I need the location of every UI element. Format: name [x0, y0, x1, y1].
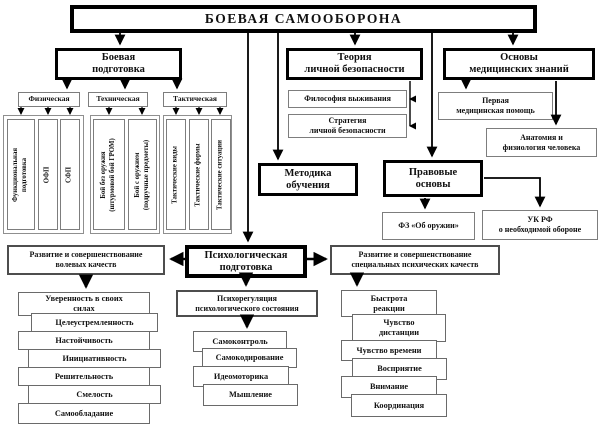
node-tactical-forms: Тактические формы	[189, 119, 209, 230]
node-armed-combat: Бой с оружием (подручные предметы)	[128, 119, 157, 230]
node-self-coding: Самокодирование	[202, 348, 297, 368]
node-functional-training: Функциональная подготовка	[7, 119, 35, 230]
node-initiative: Инициативность	[28, 349, 161, 368]
node-weapons-law: ФЗ «Об оружии»	[382, 212, 475, 240]
node-psychoregulation: Психорегуляция психологического состояни…	[176, 290, 318, 317]
node-distance-sense: Чувство дистанции	[352, 314, 446, 342]
node-technical-training: Техническая	[88, 92, 148, 107]
node-persistence: Настойчивость	[18, 331, 150, 350]
node-psychological-training: Психологическая подготовка	[185, 245, 307, 278]
node-tactical-types: Тактические виды	[166, 119, 186, 230]
node-teaching-methodology: Методика обучения	[258, 163, 358, 196]
node-purposefulness: Целеустремленность	[31, 313, 158, 332]
node-composure: Самообладание	[18, 403, 150, 424]
vertical-label: ОФП	[43, 166, 51, 183]
node-survival-philosophy: Философия выживания	[288, 90, 407, 108]
node-title: БОЕВАЯ САМООБОРОНА	[70, 5, 537, 33]
node-confidence: Уверенность в своих силах	[18, 292, 150, 316]
node-unarmed-combat: Бой без оружия (штурмовой бой ГРОМ)	[93, 119, 125, 230]
node-physical-training: Физическая	[18, 92, 80, 107]
vertical-label: Бой с оружием (подручные предметы)	[133, 139, 150, 210]
node-reaction-speed: Быстрота реакции	[341, 290, 437, 317]
vertical-label: Бой без оружия (штурмовой бой ГРОМ)	[100, 137, 116, 212]
vertical-label: СФП	[65, 166, 73, 183]
node-tactical-training: Тактическая	[163, 92, 227, 107]
vertical-label: Тактические виды	[171, 145, 179, 204]
node-courage: Смелость	[28, 385, 161, 404]
node-thinking: Мышление	[203, 384, 298, 406]
vertical-label: Тактические формы	[194, 142, 202, 207]
node-combat-training: Боевая подготовка	[55, 48, 182, 80]
vertical-label: Функциональная подготовка	[12, 147, 28, 202]
node-ofp: ОФП	[38, 119, 58, 230]
node-time-sense: Чувство времени	[341, 340, 437, 361]
node-criminal-code-defense: УК РФ о необходимой обороне	[482, 210, 598, 240]
node-legal-basics: Правовые основы	[383, 160, 483, 197]
node-tactical-situations: Тактические ситуации	[211, 119, 231, 230]
node-sfp: СФП	[60, 119, 80, 230]
node-personal-safety-strategy: Стратегия личной безопасности	[288, 114, 407, 138]
node-volitional-qualities: Развитие и совершенствование волевых кач…	[7, 245, 165, 275]
vertical-label: Тактические ситуации	[216, 139, 224, 210]
node-decisiveness: Решительность	[18, 367, 150, 386]
node-medical-basics: Основы медицинских знаний	[443, 48, 595, 80]
node-personal-safety-theory: Теория личной безопасности	[286, 48, 423, 80]
node-anatomy-physiology: Анатомия и физиология человека	[486, 128, 597, 157]
node-special-mental-qualities: Развитие и совершенствование специальных…	[330, 245, 500, 275]
node-coordination: Координация	[351, 394, 447, 417]
node-first-aid: Первая медицинская помощь	[438, 92, 553, 120]
